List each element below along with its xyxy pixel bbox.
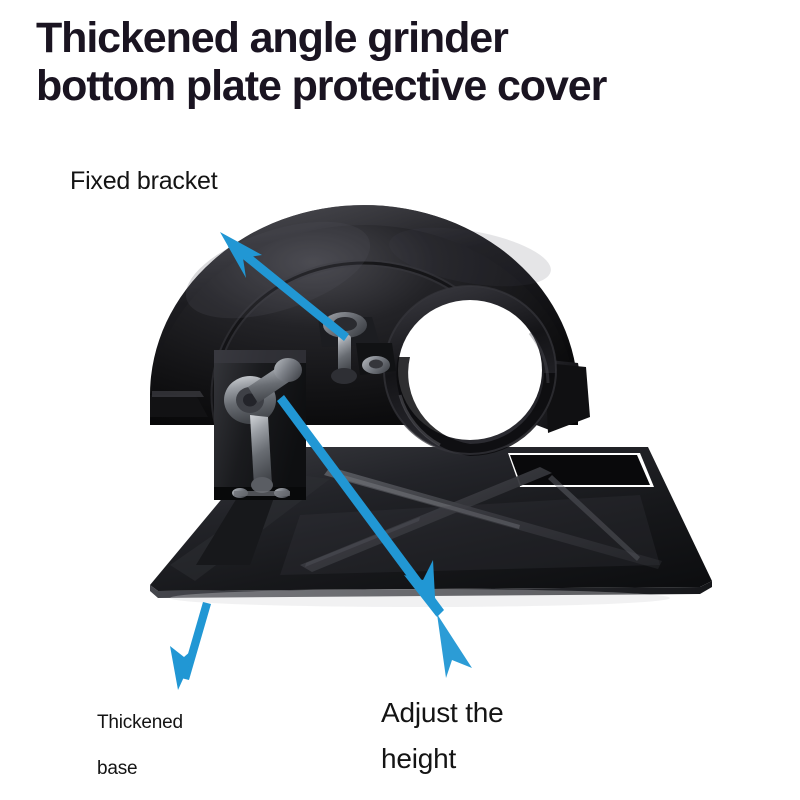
page-title: Thickened angle grinder bottom plate pro… (36, 14, 776, 110)
fixed-bracket-group (214, 350, 306, 500)
callout-adjust-height: Adjust the height (381, 697, 504, 774)
callout-fixed-bracket: Fixed bracket (70, 167, 218, 195)
callout-thickened-base: Thickened base (97, 712, 183, 779)
collar-ring-group (383, 285, 557, 456)
title-line-2: bottom plate protective cover (36, 62, 607, 110)
title-line-1: Thickened angle grinder (36, 14, 509, 62)
